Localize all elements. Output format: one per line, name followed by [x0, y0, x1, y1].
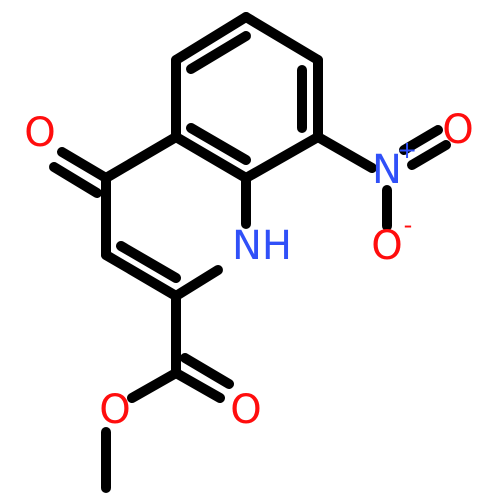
bond-c4-o-a	[57, 147, 111, 183]
bond-ester-c-o-single	[127, 368, 181, 403]
bond-ester-c-o-double-a	[171, 368, 225, 403]
ester-oxygen-single-atom: O	[99, 387, 130, 433]
carbonyl-oxygen-label: O	[24, 110, 55, 156]
ring-nitrogen-atom: NH	[232, 223, 292, 269]
bond-c8-nitro-n	[313, 132, 377, 173]
bond-c8a-c4a-inner	[186, 123, 251, 165]
bond-nitro-n-o-double-b	[407, 140, 451, 170]
nitro-nitrogen-charge: +	[397, 136, 417, 164]
bond-layer	[49, 12, 451, 493]
bond-c5-c6	[171, 12, 251, 65]
nitro-nitrogen-label: N	[372, 147, 402, 193]
bond-ester-c-o-double-b	[180, 353, 234, 389]
bond-c4-o-b	[49, 162, 102, 198]
bond-c3-c2-inner	[116, 241, 181, 283]
bond-c4a-c4	[101, 132, 181, 183]
bond-c2-n1	[171, 265, 223, 301]
nitro-nitrogen-atom: N +	[372, 136, 417, 193]
bond-nitro-n-o-double-a	[399, 125, 443, 155]
carbonyl-oxygen-atom: O	[24, 110, 55, 156]
bond-c8a-c4a	[171, 132, 251, 183]
nitro-oxygen-single-label: O	[371, 223, 402, 269]
bond-c8-c8a	[241, 132, 323, 183]
nitro-oxygen-double-label: O	[442, 107, 473, 153]
bond-c6-c7	[241, 12, 323, 65]
ring-nitrogen-label: NH	[232, 223, 292, 269]
nitro-oxygen-single-charge: -	[404, 211, 413, 239]
bond-c3-c2	[101, 250, 181, 301]
nitro-oxygen-single-atom: O -	[371, 211, 412, 269]
ester-oxygen-single-label: O	[99, 387, 130, 433]
nitro-oxygen-double-atom: O	[442, 107, 473, 153]
bond-c5-c6-inner	[186, 31, 251, 74]
atom-layer: O NH N + O O - O O	[24, 107, 473, 433]
ester-oxygen-double-label: O	[230, 387, 261, 433]
ester-oxygen-double-atom: O	[230, 387, 261, 433]
